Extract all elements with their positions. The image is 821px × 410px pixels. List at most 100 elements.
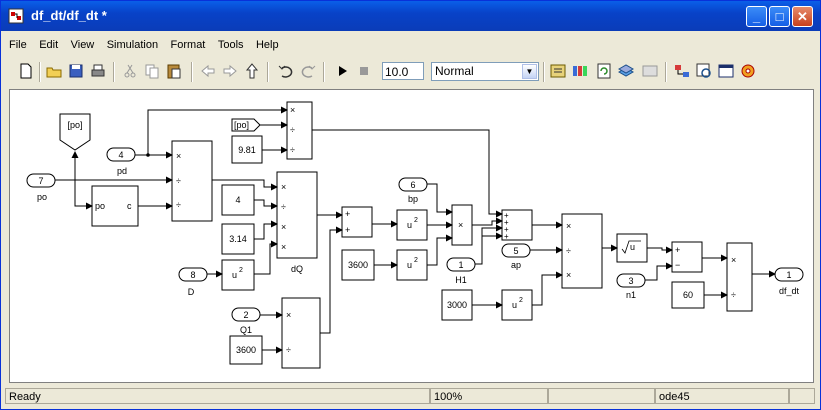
constant-gravity[interactable]: 9.81 bbox=[231, 135, 263, 164]
refresh-icon[interactable] bbox=[595, 62, 613, 80]
menu-edit[interactable]: Edit bbox=[39, 39, 59, 51]
svg-text:u: u bbox=[630, 242, 635, 252]
title-bar: df_dt/df_dt * _ □ ✕ bbox=[1, 1, 820, 31]
copy-icon[interactable] bbox=[143, 62, 161, 80]
menu-file[interactable]: File bbox=[9, 39, 27, 51]
product-block-3[interactable]: × ÷ × bbox=[561, 213, 603, 289]
inport-po[interactable]: 7 po bbox=[26, 173, 56, 202]
simulation-mode-select[interactable]: Normal ▼ bbox=[431, 62, 539, 81]
square-block-2[interactable]: u 2 bbox=[396, 209, 428, 241]
sqrt-block[interactable]: u bbox=[616, 233, 648, 263]
stop-icon[interactable] bbox=[355, 62, 373, 80]
redo-icon[interactable] bbox=[299, 62, 317, 80]
svg-text:+: + bbox=[345, 209, 350, 219]
maximize-button[interactable]: □ bbox=[769, 6, 790, 27]
outport-df-dt[interactable]: 1 df_dt bbox=[774, 267, 804, 296]
product-block-q1[interactable]: × ÷ bbox=[281, 297, 321, 369]
product-block-1[interactable]: × ÷ ÷ bbox=[171, 140, 213, 222]
model-browser-icon[interactable] bbox=[717, 62, 735, 80]
subsystem-block[interactable]: po c bbox=[91, 185, 139, 227]
print-icon[interactable] bbox=[89, 62, 107, 80]
status-text: Ready bbox=[5, 388, 430, 404]
svg-text:÷: ÷ bbox=[290, 125, 295, 135]
sum-block-3[interactable]: + − bbox=[671, 241, 703, 273]
goto-tag-po[interactable]: [po] bbox=[59, 113, 91, 151]
sum-block-2[interactable]: + + + + bbox=[501, 209, 533, 241]
inspector-icon[interactable] bbox=[695, 62, 713, 80]
inport-d[interactable]: 8 D bbox=[178, 267, 208, 297]
constant-four[interactable]: 4 bbox=[221, 184, 255, 216]
square-block-d[interactable]: u 2 bbox=[221, 259, 255, 291]
play-icon[interactable] bbox=[333, 62, 351, 80]
build-icon[interactable] bbox=[549, 62, 567, 80]
product-block-2[interactable]: × ÷ ÷ bbox=[286, 101, 313, 160]
sum-block-1[interactable]: + + bbox=[341, 206, 373, 238]
explorer-icon[interactable] bbox=[673, 62, 691, 80]
constant-3600-a[interactable]: 3600 bbox=[229, 335, 263, 365]
update-icon[interactable] bbox=[617, 62, 635, 80]
window-title: df_dt/df_dt * bbox=[31, 8, 107, 23]
inport-pd[interactable]: 4 pd bbox=[106, 147, 136, 176]
new-icon[interactable] bbox=[17, 62, 35, 80]
inport-n1-label: n1 bbox=[626, 290, 636, 300]
svg-text:u: u bbox=[407, 220, 412, 230]
inport-ap-label: ap bbox=[511, 260, 521, 270]
menu-tools[interactable]: Tools bbox=[217, 39, 244, 51]
svg-text:4: 4 bbox=[118, 150, 123, 160]
library-icon[interactable] bbox=[571, 62, 589, 80]
paste-icon[interactable] bbox=[165, 62, 183, 80]
menu-bar: File Edit View Simulation Format Tools H… bbox=[5, 35, 283, 55]
stop-time-input[interactable]: 10.0 bbox=[382, 62, 424, 80]
menu-simulation[interactable]: Simulation bbox=[106, 39, 159, 51]
svg-text:6: 6 bbox=[410, 180, 415, 190]
cut-icon[interactable] bbox=[121, 62, 139, 80]
product-block-small[interactable]: × bbox=[451, 204, 473, 246]
inport-po-label: po bbox=[37, 192, 47, 202]
open-icon[interactable] bbox=[45, 62, 63, 80]
svg-text:2: 2 bbox=[414, 257, 418, 264]
product-block-dq[interactable]: × ÷ × × dQ bbox=[276, 171, 318, 274]
svg-text:÷: ÷ bbox=[290, 145, 295, 155]
svg-text:+: + bbox=[504, 211, 509, 220]
zoom-level: 100% bbox=[430, 388, 548, 404]
svg-text:+: + bbox=[345, 225, 350, 235]
inport-bp[interactable]: 6 bp bbox=[398, 177, 428, 204]
solver-name: ode45 bbox=[655, 388, 789, 404]
resize-grip[interactable] bbox=[789, 388, 815, 404]
undo-icon[interactable] bbox=[277, 62, 295, 80]
constant-60[interactable]: 60 bbox=[671, 281, 705, 309]
close-button[interactable]: ✕ bbox=[792, 6, 813, 27]
svg-text:2: 2 bbox=[239, 267, 243, 274]
inport-ap[interactable]: 5 ap bbox=[501, 243, 531, 270]
forward-icon[interactable] bbox=[221, 62, 239, 80]
svg-text:1: 1 bbox=[458, 260, 463, 270]
from-tag-po[interactable]: [po] bbox=[231, 118, 261, 132]
save-icon[interactable] bbox=[67, 62, 85, 80]
constant-3600-b[interactable]: 3600 bbox=[341, 249, 375, 281]
inport-h1[interactable]: 1 H1 bbox=[446, 257, 476, 285]
square-block-4[interactable]: u 2 bbox=[501, 289, 533, 321]
model-canvas[interactable]: 7 po [po] 4 pd po c × bbox=[9, 89, 814, 383]
settings-icon[interactable] bbox=[739, 62, 757, 80]
constant-pi[interactable]: 3.14 bbox=[221, 223, 255, 255]
up-icon[interactable] bbox=[243, 62, 261, 80]
constant-3000[interactable]: 3000 bbox=[441, 289, 473, 321]
chevron-down-icon[interactable]: ▼ bbox=[522, 64, 537, 79]
menu-format[interactable]: Format bbox=[170, 39, 206, 51]
svg-text:2: 2 bbox=[243, 310, 248, 320]
inport-q1[interactable]: 2 Q1 bbox=[231, 307, 261, 335]
svg-text:−: − bbox=[675, 260, 680, 270]
svg-text:3.14: 3.14 bbox=[229, 234, 247, 244]
svg-text:÷: ÷ bbox=[281, 202, 286, 212]
debug-icon[interactable] bbox=[641, 62, 659, 80]
svg-text:×: × bbox=[176, 151, 181, 161]
minimize-button[interactable]: _ bbox=[746, 6, 767, 27]
product-block-final[interactable]: × ÷ bbox=[726, 242, 753, 312]
inport-n1[interactable]: 3 n1 bbox=[616, 273, 646, 300]
menu-help[interactable]: Help bbox=[255, 39, 279, 51]
menu-view[interactable]: View bbox=[70, 39, 95, 51]
square-block-3[interactable]: u 2 bbox=[396, 249, 428, 281]
back-icon[interactable] bbox=[199, 62, 217, 80]
svg-text:[po]: [po] bbox=[234, 120, 249, 130]
